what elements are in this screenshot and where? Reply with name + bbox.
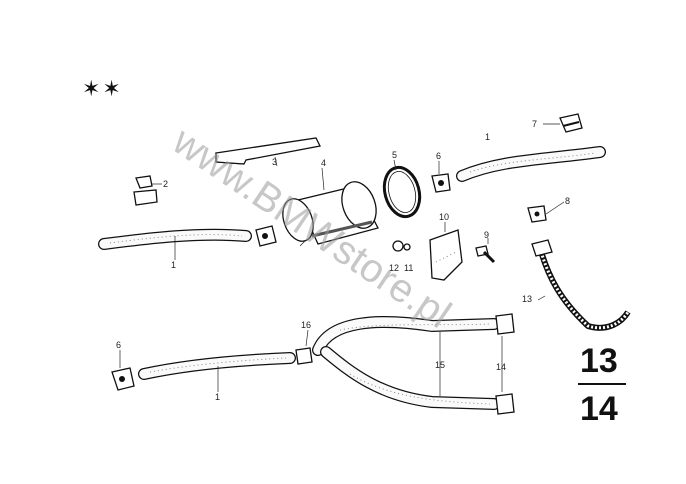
clamp-part-14-lower: [495, 393, 515, 415]
callout-14: 14: [496, 362, 506, 372]
hose-part-15: [312, 316, 500, 410]
callout-9: 9: [484, 230, 489, 240]
leader-lines: [119, 123, 565, 396]
callout-3: 3: [272, 157, 277, 167]
callout-11: 11: [404, 263, 413, 273]
callout-12: 12: [389, 263, 399, 273]
muffler-part-4: [282, 181, 379, 247]
hose-part-1-bottom: [111, 352, 296, 391]
bracket-part-7: [559, 113, 583, 133]
callout-1-bottom: 1: [215, 392, 220, 402]
strap-part-13: [531, 239, 631, 331]
hose-part-1-top: [456, 146, 606, 182]
callout-1-left: 1: [171, 260, 176, 270]
callout-13: 13: [522, 294, 532, 304]
clamp-part-6-top: [431, 173, 451, 193]
nut-part-12: [392, 240, 404, 252]
callout-2: 2: [163, 179, 168, 189]
callout-7: 7: [532, 119, 537, 129]
callout-5: 5: [392, 150, 397, 160]
group-number-bottom: 14: [580, 390, 618, 428]
callout-4: 4: [321, 158, 326, 168]
callout-1-top: 1: [485, 132, 490, 142]
connector-part-16: [295, 347, 313, 365]
stars-mark: ✶✶: [82, 77, 123, 102]
strap-part-3: [215, 137, 321, 165]
callout-15: 15: [435, 360, 445, 370]
watermark-text: www.BMWstore.pl: [164, 118, 458, 336]
callout-16: 16: [301, 320, 311, 330]
hose-part-1-left: [98, 225, 277, 250]
washer-part-11: [403, 243, 411, 251]
group-number-top: 13: [580, 342, 618, 380]
clamp-part-14-upper: [495, 313, 515, 335]
callout-10: 10: [439, 212, 449, 222]
heat-shield-part-10: [429, 229, 463, 281]
callout-8: 8: [565, 196, 570, 206]
callout-6-top: 6: [436, 151, 441, 161]
clamp-ring-part-5: [382, 165, 422, 219]
bolt-part-9: [475, 245, 496, 264]
clip-part-2: [133, 175, 158, 206]
clamp-part-8: [527, 205, 547, 223]
callout-6-bottom: 6: [116, 340, 121, 350]
